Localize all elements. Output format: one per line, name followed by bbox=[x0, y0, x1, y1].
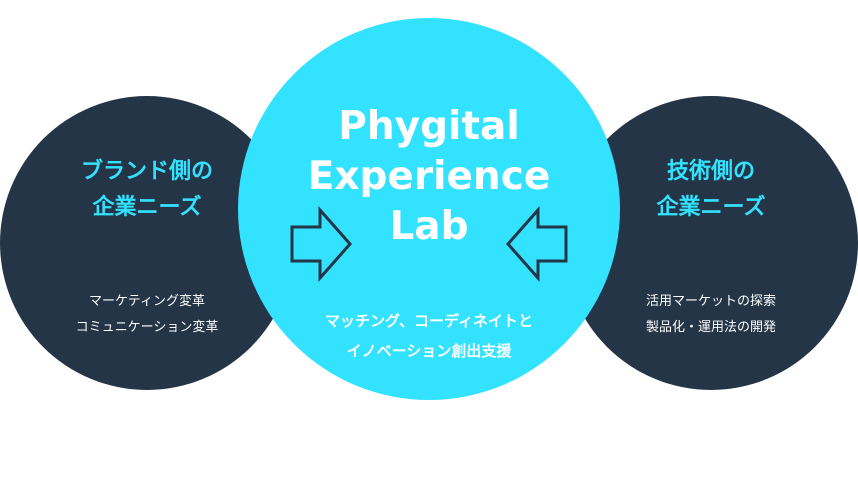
tech-needs-title: 技術側の 企業ニーズ bbox=[564, 154, 858, 226]
tech-needs-list: 活用マーケットの探索 製品化・運用法の開発 bbox=[564, 289, 858, 341]
lab-description-line: マッチング、コーディネイトと bbox=[325, 312, 533, 330]
phygital-lab-circle bbox=[238, 18, 620, 400]
lab-description: マッチング、コーディネイトと イノベーション創出支援 bbox=[238, 306, 620, 366]
lab-description-line: イノベーション創出支援 bbox=[346, 342, 512, 360]
brand-needs-title: ブランド側の 企業ニーズ bbox=[0, 154, 294, 226]
brand-needs-item: コミュニケーション変革 bbox=[75, 320, 219, 335]
tech-needs-title-line-2: 企業ニーズ bbox=[656, 195, 766, 220]
lab-title-line-1: Phygital bbox=[338, 104, 520, 149]
tech-needs-title-line-1: 技術側の bbox=[666, 159, 755, 184]
lab-title: Phygital Experience Lab bbox=[238, 102, 620, 252]
lab-title-line-2: Experience bbox=[307, 154, 551, 199]
brand-needs-title-line-2: 企業ニーズ bbox=[92, 195, 202, 220]
tech-needs-item: 製品化・運用法の開発 bbox=[645, 320, 776, 335]
brand-needs-title-line-1: ブランド側の bbox=[80, 159, 213, 184]
left-arrow-icon bbox=[505, 206, 568, 282]
tech-needs-item: 活用マーケットの探索 bbox=[645, 294, 776, 309]
right-arrow-icon bbox=[290, 206, 353, 282]
brand-needs-item: マーケティング変革 bbox=[89, 294, 205, 309]
lab-title-line-3: Lab bbox=[389, 204, 469, 249]
brand-needs-list: マーケティング変革 コミュニケーション変革 bbox=[0, 289, 294, 341]
